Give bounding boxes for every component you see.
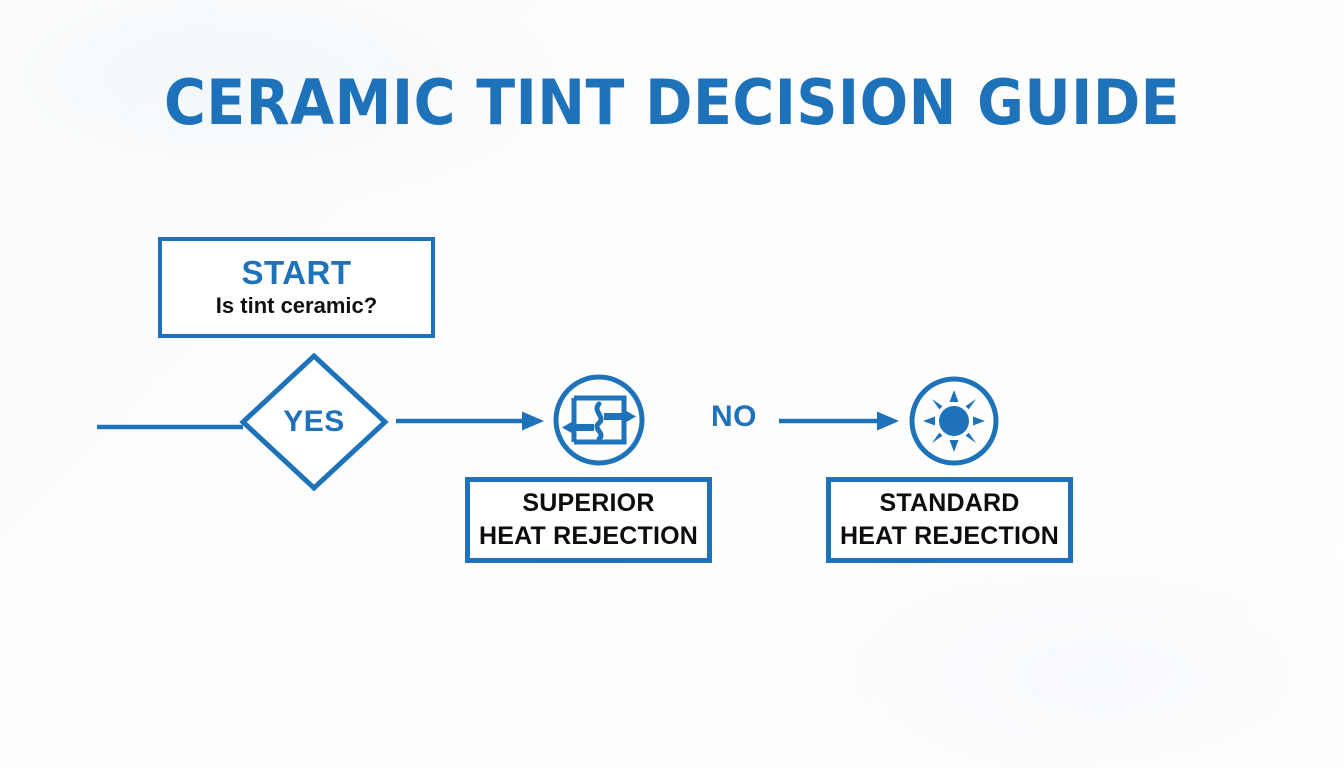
start-node-heading: START xyxy=(241,253,352,291)
outcome-superior-line2: HEAT REJECTION xyxy=(478,522,699,550)
no-branch-label: NO xyxy=(711,400,757,433)
connector-decision-to-superior xyxy=(396,410,546,432)
sun-icon xyxy=(908,375,1000,467)
outcome-standard-line1: STANDARD xyxy=(879,489,1020,517)
decision-node-yes: YES xyxy=(239,352,389,492)
decision-node-label: YES xyxy=(283,405,345,438)
outcome-standard-heat-rejection: STANDARD HEAT REJECTION xyxy=(826,477,1073,563)
page-title: CERAMIC TINT DECISION GUIDE xyxy=(163,66,1181,139)
connector-entry-to-decision xyxy=(97,418,243,436)
outcome-standard-line2: HEAT REJECTION xyxy=(839,522,1060,550)
connector-no-to-standard xyxy=(779,410,901,432)
outcome-superior-line1: SUPERIOR xyxy=(522,489,655,517)
heat-transfer-icon xyxy=(552,373,646,467)
outcome-superior-heat-rejection: SUPERIOR HEAT REJECTION xyxy=(465,477,712,563)
start-node: START Is tint ceramic? xyxy=(158,237,435,338)
start-node-question: Is tint ceramic? xyxy=(215,292,378,318)
